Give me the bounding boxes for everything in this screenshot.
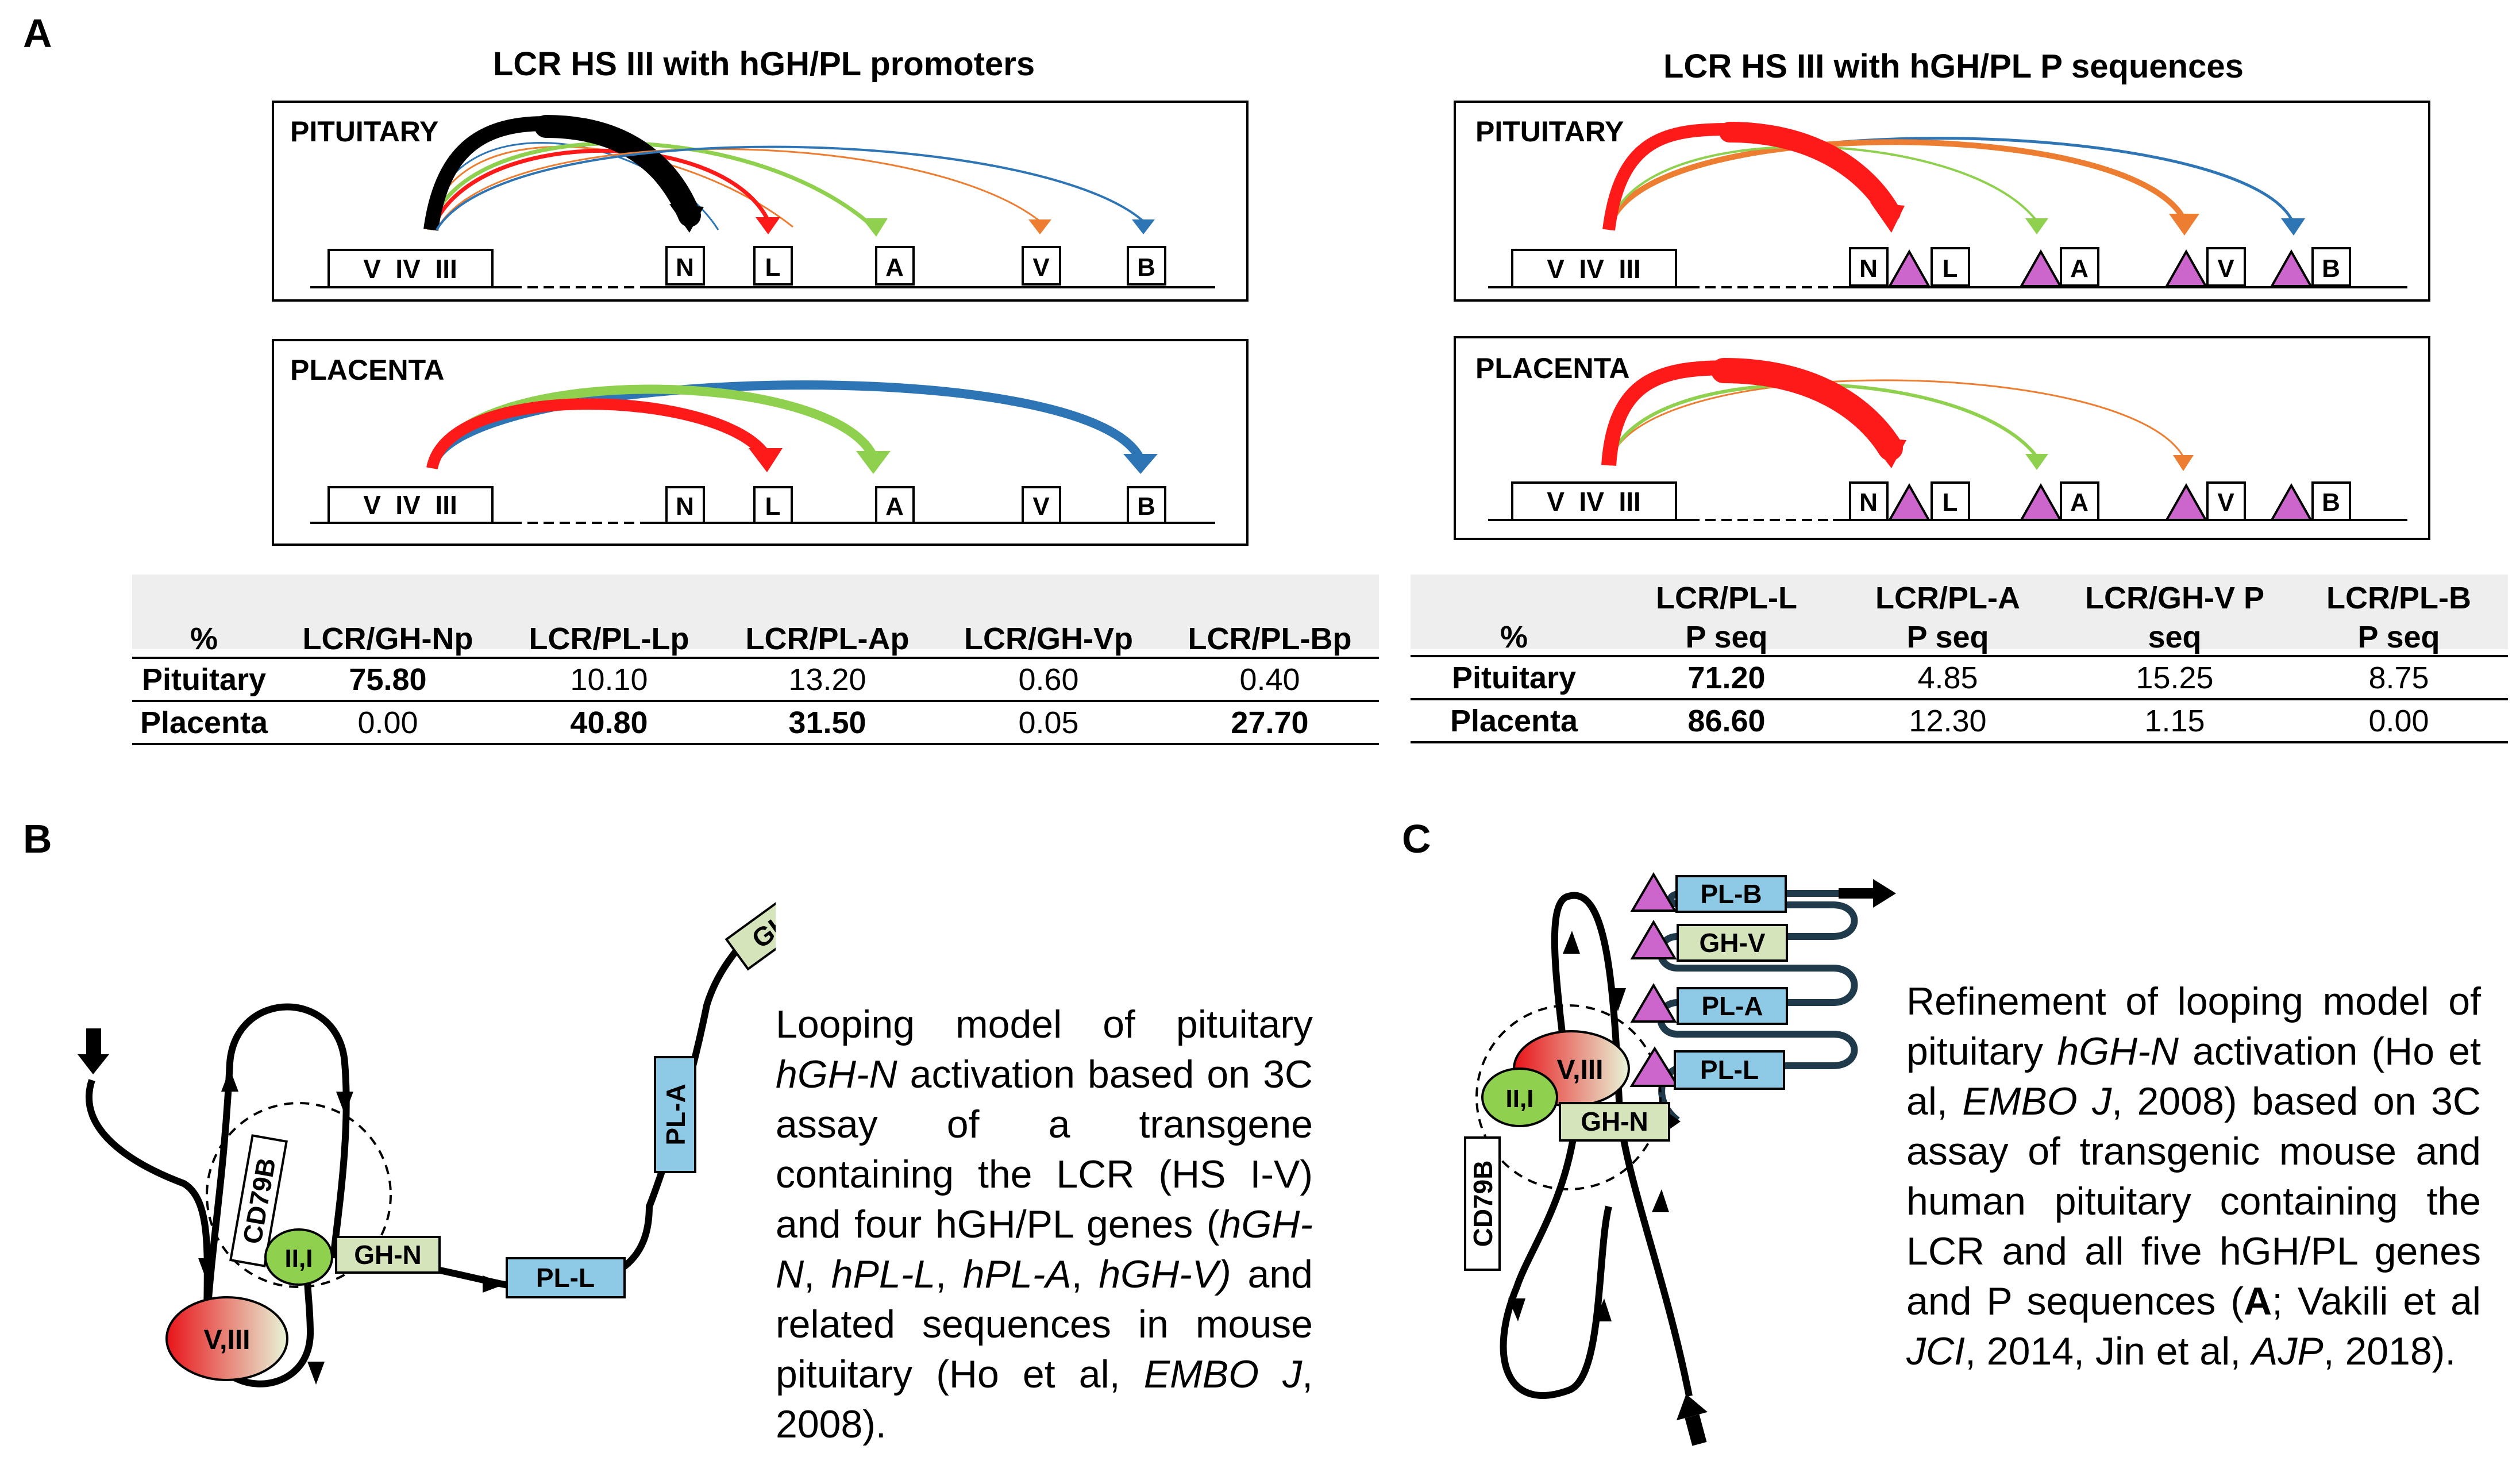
lcr-label: V IV III [1547,487,1641,516]
cd79b-label: CD79B [1468,1161,1498,1247]
gene-a-label: A [885,253,904,282]
left-table-header: LCR/PL-Bp [1161,575,1379,659]
gene-a-label: A [2070,255,2089,283]
left-pituitary-box [272,101,1249,302]
gh-n-label: GH-N [354,1240,422,1270]
v-iii-label: V,III [204,1325,251,1355]
right-percent-table: LCR/PL-L LCR/PL-A LCR/GH-V P LCR/PL-B % … [1411,575,2508,743]
right-pituitary-schematic: V IV III N L A V B [1488,122,2407,288]
right-table-header: LCR/PL-B [2326,581,2471,615]
left-placenta-label: PLACENTA [290,354,445,386]
panel-b-caption: Looping model of pituitary hGH-N activat… [776,1003,1313,1446]
lcr-label: V IV III [363,254,457,284]
left-table-header: LCR/PL-Lp [500,575,718,659]
gene-n-label: N [1859,488,1878,516]
lcr-label: V IV III [1547,254,1641,284]
left-table-header: LCR/PL-Ap [718,575,937,659]
gene-a-label: A [2070,488,2089,516]
gene-v-label: V [1032,253,1050,282]
right-placenta-label: PLACENTA [1475,352,1630,384]
gh-v-label: GH-V [1700,928,1766,958]
right-placenta-box [1454,336,2430,540]
left-table-header: LCR/GH-Vp [937,575,1161,659]
gene-b-label: B [2322,255,2340,283]
table-row: Placenta 0.00 40.80 31.50 0.05 27.70 [132,701,1379,745]
table-row: Placenta 86.60 12.30 1.15 0.00 [1411,699,2508,743]
left-placenta-schematic: V IV III N L A V B [310,380,1215,524]
gene-l-label: L [1943,255,1958,283]
pl-l-label: PL-L [536,1263,595,1293]
left-diagram-title: LCR HS III with hGH/PL promoters [493,45,1035,83]
left-pituitary-schematic: V IV III N L A V B [310,115,1215,288]
right-table-header: LCR/PL-L [1656,581,1797,615]
lcr-label: V IV III [363,490,457,520]
table-row: Pituitary 71.20 4.85 15.25 8.75 [1411,656,2508,700]
left-pituitary-label: PITUITARY [290,115,439,148]
gene-v-label: V [2217,255,2234,283]
gene-l-label: L [765,253,781,282]
right-pituitary-box [1454,101,2430,302]
panel-letter-b: B [23,816,52,861]
right-table-header: LCR/GH-V P [2084,581,2264,615]
gene-l-label: L [765,492,781,521]
left-table-header: % [132,575,276,659]
pl-a-label: PL-A [1701,991,1763,1021]
gene-n-label: N [676,492,694,521]
ii-i-label: II,I [1506,1085,1534,1113]
pl-l-label: PL-L [1700,1055,1759,1085]
lcr-box [327,249,494,288]
panel-letter-c: C [1402,816,1431,861]
pl-a-label: PL-A [661,1084,691,1145]
panel-b-looping-model: CD79B II,I V,III GH-N PL-L PL-A GH-V [78,873,776,1387]
right-placenta-schematic: V IV III N L A V B [1488,358,2407,521]
gene-v-label: V [1032,492,1050,521]
v-iii-label: V,III [1557,1055,1604,1085]
left-percent-table: % LCR/GH-Np LCR/PL-Lp LCR/PL-Ap LCR/GH-V… [132,575,1379,745]
panel-c-caption: Refinement of looping model of pituitary… [1906,980,2482,1373]
gh-n-label: GH-N [1581,1107,1648,1136]
ii-i-label: II,I [285,1244,313,1273]
left-placenta-box [272,339,1249,546]
left-table-header: LCR/GH-Np [276,575,500,659]
panel-letter-a: A [23,11,52,56]
gene-n-label: N [676,253,694,282]
pl-b-label: PL-B [1700,879,1762,909]
right-diagram-title: LCR HS III with hGH/PL P sequences [1663,48,2244,85]
table-row: Pituitary 75.80 10.10 13.20 0.60 0.40 [132,658,1379,702]
panel-c-looping-model: CD79B V,III II,I GH-N PL-L PL-A GH-V PL-… [1464,872,1896,1446]
gene-v-label: V [2217,488,2234,516]
gene-b-label: B [1137,253,1155,282]
right-table-header: LCR/PL-A [1875,581,2020,615]
gene-a-label: A [885,492,904,521]
gene-b-label: B [2322,488,2340,516]
gene-n-label: N [1859,255,1878,283]
right-pituitary-label: PITUITARY [1475,115,1624,148]
gene-l-label: L [1943,488,1958,516]
gene-b-label: B [1137,492,1155,521]
